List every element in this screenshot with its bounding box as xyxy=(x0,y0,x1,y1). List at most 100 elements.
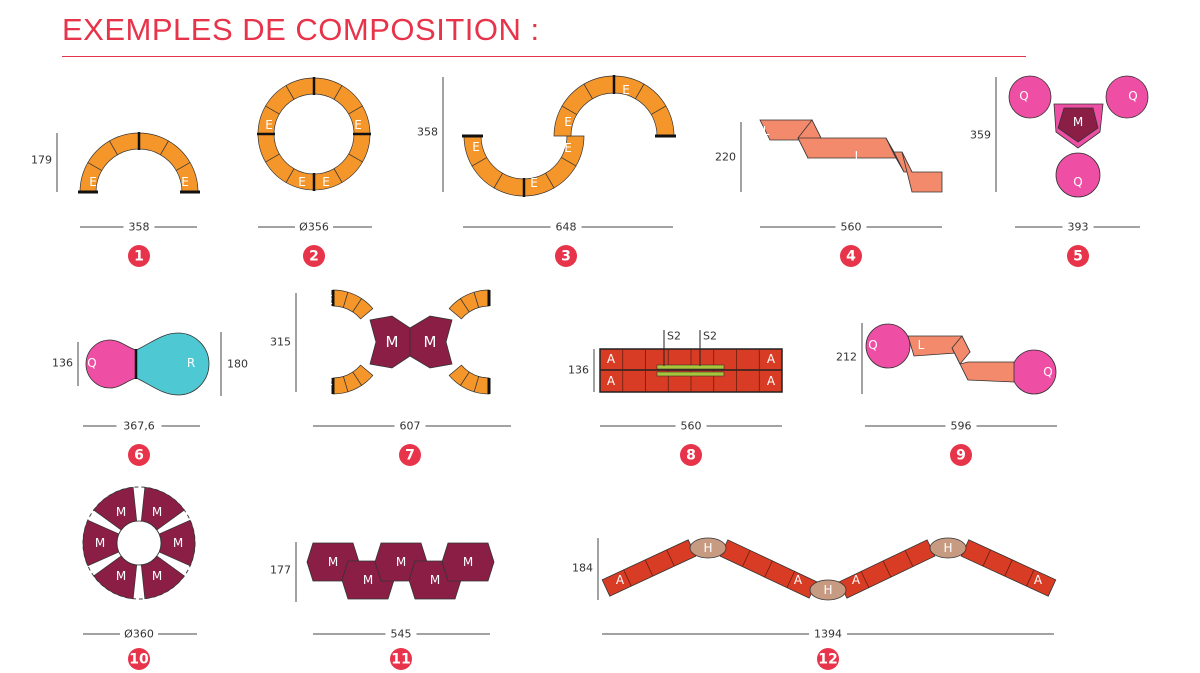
item-4-height: 220 xyxy=(715,151,736,164)
module-label-A: A xyxy=(616,573,625,587)
item-8-height: 136 xyxy=(568,364,589,377)
module-label-M: M xyxy=(95,536,105,550)
module-S2 xyxy=(656,364,725,370)
module-label-M: M xyxy=(396,555,406,569)
module-label-M: M xyxy=(116,505,126,519)
module-H xyxy=(929,537,967,559)
module-label-E: E xyxy=(354,118,362,132)
module-label-M: M xyxy=(386,333,399,351)
number-badge-circle xyxy=(128,444,150,466)
item-5-width: 393 xyxy=(1068,221,1089,234)
number-badge-circle xyxy=(950,444,972,466)
module-A-division xyxy=(1026,569,1035,587)
module-M xyxy=(441,542,495,582)
item-12-width: 1394 xyxy=(814,628,842,641)
item-4-width: 560 xyxy=(841,221,862,234)
module-shapes xyxy=(78,75,1149,601)
item-2-width: Ø356 xyxy=(299,221,329,234)
module-A-division xyxy=(786,571,795,588)
module-A-division xyxy=(623,569,632,587)
module-label-E: E xyxy=(325,293,333,307)
number-badge-circle xyxy=(390,648,412,670)
module-label-Q: Q xyxy=(1073,175,1082,189)
number-badge-circle xyxy=(555,245,577,267)
module-label-A: A xyxy=(767,374,776,388)
module-label-E: E xyxy=(490,293,498,307)
module-A-division xyxy=(1004,559,1013,577)
module-E-segment xyxy=(352,298,374,320)
item-11-number: 11 xyxy=(391,652,410,668)
module-A-division xyxy=(644,559,654,577)
item-6-number: 6 xyxy=(134,448,144,464)
module-label-E: E xyxy=(564,115,572,129)
item-12-height: 184 xyxy=(572,562,593,575)
item-1-width: 358 xyxy=(129,221,150,234)
module-label-M: M xyxy=(328,555,338,569)
item-4-number: 4 xyxy=(846,249,856,265)
number-badge-circle xyxy=(399,444,421,466)
module-A-division xyxy=(882,560,892,578)
module-label-M: M xyxy=(116,569,126,583)
module-Q xyxy=(1055,152,1101,198)
module-label-M: M xyxy=(463,555,473,569)
item-2-number: 2 xyxy=(309,249,319,265)
module-label-R: R xyxy=(187,356,195,370)
module-label-M: M xyxy=(152,569,162,583)
number-badge-circle xyxy=(1067,245,1089,267)
item-6-width: 367,6 xyxy=(123,420,155,433)
module-label-M: M xyxy=(173,536,183,550)
item-7-width: 607 xyxy=(400,420,421,433)
item-8-width: 560 xyxy=(681,420,702,433)
module-label-Q: Q xyxy=(868,338,877,352)
module-L-segment xyxy=(901,151,943,193)
item-6-height-right: 180 xyxy=(227,358,248,371)
module-label-M: M xyxy=(152,505,162,519)
module-label-S2: S2 xyxy=(667,330,681,343)
module-label-A: A xyxy=(767,352,776,366)
module-H xyxy=(809,579,847,601)
title-underline xyxy=(62,56,1026,57)
module-label-H: H xyxy=(703,541,712,555)
module-Q xyxy=(865,323,911,369)
module-L-segment xyxy=(959,361,1015,383)
item-10-number: 10 xyxy=(129,652,149,668)
module-label-E: E xyxy=(265,118,273,132)
item-12-number: 12 xyxy=(818,652,837,668)
module-R xyxy=(135,332,210,396)
item-1-height: 179 xyxy=(31,154,52,167)
number-badge-circle xyxy=(817,648,839,670)
module-E-segment xyxy=(448,364,470,386)
module-label-M: M xyxy=(430,573,440,587)
item-9-height: 212 xyxy=(836,351,857,364)
item-3-height: 358 xyxy=(417,126,438,139)
item-9-width: 596 xyxy=(951,420,972,433)
item-1-number: 1 xyxy=(134,249,144,265)
item-9-number: 9 xyxy=(956,448,966,464)
module-label-S2: S2 xyxy=(703,330,717,343)
module-A-division xyxy=(764,560,773,578)
module-label-Q: Q xyxy=(1128,89,1137,103)
item-8-number: 8 xyxy=(686,448,696,464)
module-label-E: E xyxy=(622,83,630,97)
module-label-E: E xyxy=(325,374,333,388)
module-A-division xyxy=(666,549,675,567)
item-10-width: Ø360 xyxy=(124,628,154,641)
number-badge-circle xyxy=(128,245,150,267)
module-label-E: E xyxy=(472,140,480,154)
item-7-height: 315 xyxy=(270,336,291,349)
item-11-width: 545 xyxy=(391,628,412,641)
module-A-division xyxy=(742,550,751,567)
module-label-H: H xyxy=(943,541,952,555)
item-7-number: 7 xyxy=(405,448,415,464)
page-title: EXEMPLES DE COMPOSITION : xyxy=(62,12,540,47)
module-label-L: L xyxy=(855,149,862,163)
module-label-E: E xyxy=(322,175,330,189)
module-label-E: E xyxy=(490,374,498,388)
module-Q xyxy=(1105,75,1149,119)
module-label-M: M xyxy=(424,333,437,351)
item-3-number: 3 xyxy=(561,249,571,265)
ring-hole xyxy=(116,520,162,566)
